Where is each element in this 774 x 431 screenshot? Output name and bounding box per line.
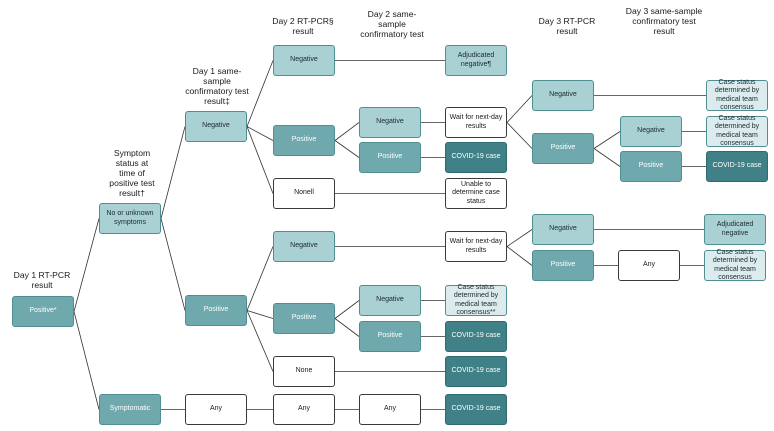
outcome-wait-next-day-a: Wait for next-day results [445,107,507,138]
connector-d1c_positive-to-b_negative [246,246,274,311]
node-symptomatic-day1-any: Any [185,394,247,425]
header-symptom-status: Symptom status at time of positive test … [109,148,155,198]
node-day3-negative-b: Negative [532,214,594,245]
final-adjudicated-negative: Adjudicated negative [704,214,766,245]
outcome-unable-to-determine: Unable to determine case status [445,178,507,209]
connector-a_positive-to-a2_negative [334,122,360,141]
final-covid19-case: COVID-19 case [706,151,768,182]
node-day2-positive-a: Positive [273,125,335,156]
header-day1-rtpcr: Day 1 RT-PCR result [13,270,71,290]
node-day2-positive-b: Positive [273,303,335,334]
node-day3-confirm-negative: Negative [620,116,682,147]
node-day2-negative-b: Negative [273,231,335,262]
connector-b_positive-to-b2_positive [334,318,360,337]
connector-out_wait_2-to-d3_positive_2 [506,246,533,266]
outcome-wait-next-day-b: Wait for next-day results [445,231,507,262]
node-symptomatic-day2-any: Any [273,394,335,425]
header-day3-rtpcr: Day 3 RT-PCR result [538,16,596,36]
outcome-covid19-case-d: COVID-19 case [445,394,507,425]
node-day3-confirm-positive: Positive [620,151,682,182]
node-day1-positive: Positive* [12,296,74,327]
outcome-covid19-case-b: COVID-19 case [445,321,507,352]
connector-d1c_positive-to-b_none [246,310,274,372]
node-day3-positive-a: Positive [532,133,594,164]
connector-d3_positive_1-to-d3c_positive [593,148,621,167]
node-day2-none-a: Nonell [273,178,335,209]
outcome-medical-team-consensus: Case status determined by medical team c… [445,284,507,316]
node-symptomatic-day2-confirm-any: Any [359,394,421,425]
connector-positive_root-to-symptomatic [73,311,100,410]
node-day3-confirm-any: Any [618,250,680,281]
node-day2-confirm-positive-b: Positive [359,321,421,352]
header-day3-confirmatory: Day 3 same-sample confirmatory test resu… [625,6,703,36]
connector-d1c_positive-to-b_positive [246,310,274,319]
connector-d1c_negative-to-a_negative [246,60,274,127]
node-no-or-unknown-symptoms: No or unknown symptoms [99,203,161,234]
final-medical-team-consensus-a: Case status determined by medical team c… [706,79,768,111]
node-day2-confirm-negative-a: Negative [359,107,421,138]
connector-positive_root-to-no_unknown_symptoms [73,218,100,312]
header-day2-confirmatory: Day 2 same- sample confirmatory test [360,9,424,39]
header-day1-confirmatory: Day 1 same- sample confirmatory test res… [185,66,249,106]
node-day2-negative-a: Negative [273,45,335,76]
connector-d1c_negative-to-a_nonell [246,126,274,194]
outcome-adjudicated-negative: Adjudicated negative¶ [445,45,507,76]
node-day1-confirm-positive: Positive [185,295,247,326]
connector-out_wait_1-to-d3_positive_1 [506,122,533,149]
node-symptomatic: Symptomatic [99,394,161,425]
outcome-covid19-case-a: COVID-19 case [445,142,507,173]
header-day2-rtpcr: Day 2 RT-PCR§ result [272,16,334,36]
final-medical-team-consensus-b: Case status determined by medical team c… [706,115,768,147]
node-day3-positive-b: Positive [532,250,594,281]
connector-no_unknown_symptoms-to-d1c_positive [160,218,186,311]
outcome-covid19-case-c: COVID-19 case [445,356,507,387]
connector-b_positive-to-b2_negative [334,300,360,319]
node-day2-none-b: None [273,356,335,387]
connector-d3_positive_1-to-d3c_negative [593,131,621,149]
connector-no_unknown_symptoms-to-d1c_negative [160,126,186,219]
connector-out_wait_2-to-d3_negative_2 [506,229,533,247]
node-day1-confirm-negative: Negative [185,111,247,142]
connector-d1c_negative-to-a_positive [246,126,274,141]
node-day2-confirm-negative-b: Negative [359,285,421,316]
node-day3-negative-a: Negative [532,80,594,111]
final-medical-team-consensus-c: Case status determined by medical team c… [704,249,766,281]
connector-a_positive-to-a2_positive [334,140,360,158]
node-day2-confirm-positive-a: Positive [359,142,421,173]
connector-out_wait_1-to-d3_negative_1 [506,95,533,123]
